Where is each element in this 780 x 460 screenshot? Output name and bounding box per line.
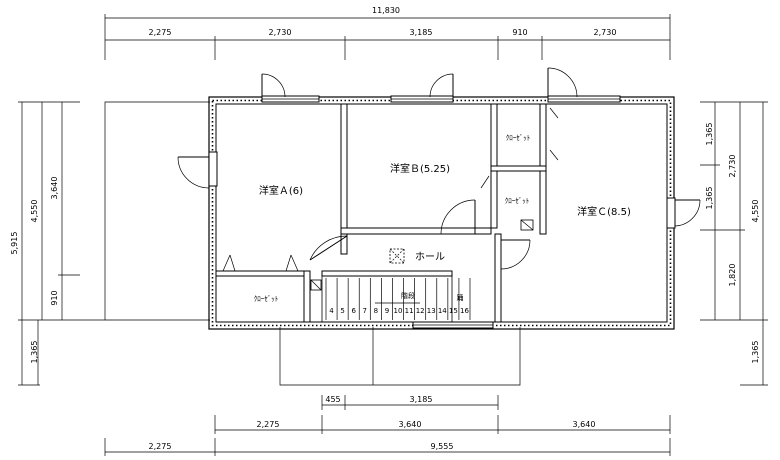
dim-left-outer: 5,915 [10, 232, 19, 255]
dim-bottom-small-2: 3,185 [410, 395, 433, 404]
dim-right-upper: 1,365 [705, 123, 714, 146]
dim-bottom-row-1: 2,275 [257, 420, 280, 429]
dim-bottom-total-1: 2,275 [149, 442, 172, 451]
attic-hatch [389, 248, 405, 264]
dim-top-total: 11,830 [372, 6, 400, 15]
doors [177, 67, 701, 272]
dim-right-outer: 4,550 [751, 200, 760, 223]
dim-left-inner-upper: 3,640 [50, 177, 59, 200]
dim-bottom-total-2: 9,555 [431, 442, 454, 451]
dim-right-bottom: 1,365 [751, 341, 760, 364]
bottom-dimensions: 455 3,185 2,275 3,640 3,640 2,275 9,555 [104, 395, 671, 456]
room-b-label: 洋室Ｂ(5.25) [390, 162, 450, 175]
dim-top-seg-5: 2,730 [594, 28, 617, 37]
stair-step-number: 13 [427, 307, 436, 315]
hall-label: ホール [415, 251, 445, 263]
dim-bottom-small-1: 455 [325, 395, 340, 404]
dim-right-mid2: 1,365 [705, 187, 714, 210]
stair-step-number: 16 [460, 307, 469, 315]
closet-fixture [520, 219, 534, 231]
stair-step-number: 10 [394, 307, 403, 315]
dim-top-seg-4: 910 [512, 28, 527, 37]
dim-right-lower: 1,820 [728, 264, 737, 287]
dim-left-bottom: 1,365 [30, 341, 39, 364]
windows [261, 95, 621, 329]
stairs-end-label: 踊 [457, 294, 464, 302]
room-a-label: 洋室Ａ(6) [259, 184, 303, 197]
stair-step-number: 14 [438, 307, 447, 315]
stair-step-number: 5 [340, 307, 344, 315]
stair-step-number: 11 [405, 307, 414, 315]
top-dimensions: 11,830 2,275 2,730 3,185 910 2,730 [104, 6, 671, 60]
right-dimensions: 1,365 1,365 1,820 2,730 4,550 1,365 [700, 101, 768, 386]
stair-step-number: 7 [363, 307, 367, 315]
dim-bottom-row-3: 3,640 [573, 420, 596, 429]
dim-right-mid: 2,730 [728, 155, 737, 178]
balcony-outline [104, 101, 521, 386]
closet-top-label: ｸﾛｰｾﾞｯﾄ [506, 134, 531, 142]
stairs-label: 階段 [401, 291, 415, 300]
closet-mid-label: ｸﾛｰｾﾞｯﾄ [505, 197, 530, 205]
interior-walls [215, 103, 547, 323]
closet-left-label: ｸﾛｰｾﾞｯﾄ [254, 295, 279, 303]
stair-step-number: 15 [449, 307, 458, 315]
stair-step-number: 4 [329, 307, 334, 315]
stair-step-number: 6 [351, 307, 356, 315]
dim-top-seg-2: 2,730 [269, 28, 292, 37]
stair-step-number: 9 [385, 307, 389, 315]
dim-top-seg-3: 3,185 [410, 28, 433, 37]
dim-left-mid: 4,550 [30, 200, 39, 223]
left-dimensions: 5,915 4,550 3,640 910 1,365 [10, 101, 105, 386]
dim-top-seg-1: 2,275 [149, 28, 172, 37]
stair-step-number: 12 [416, 307, 425, 315]
dim-left-inner-lower: 910 [50, 290, 59, 305]
stair-step-number: 8 [374, 307, 378, 315]
room-c-label: 洋室Ｃ(8.5) [577, 205, 631, 218]
dim-bottom-row-2: 3,640 [399, 420, 422, 429]
